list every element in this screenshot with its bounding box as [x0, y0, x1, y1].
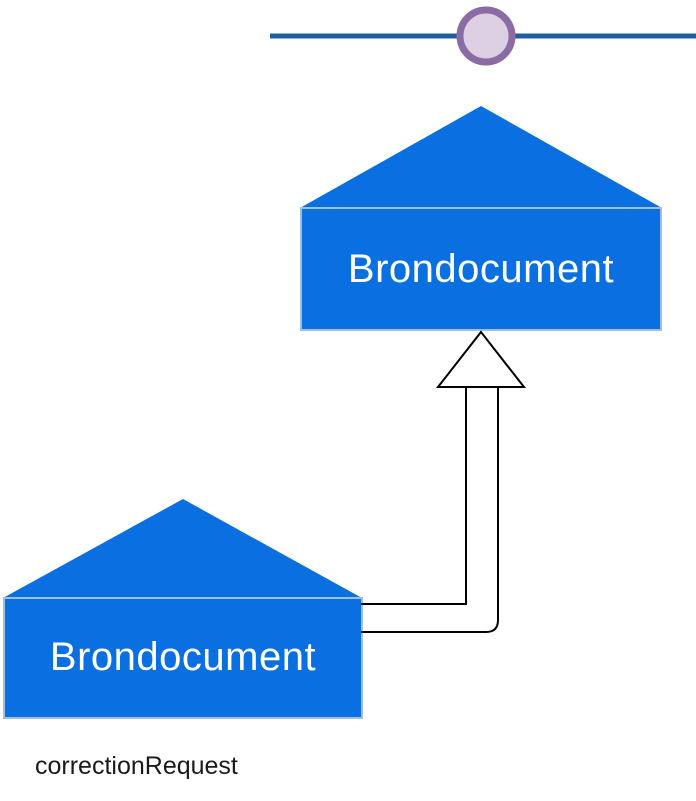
- node-body-lower: [3, 597, 363, 719]
- arrow-shaft-outer-line: [361, 387, 499, 633]
- correction-arrow[interactable]: [361, 330, 527, 633]
- node-roof-upper-icon: [300, 106, 662, 208]
- brondocument-node-upper[interactable]: [300, 106, 662, 331]
- arrow-head-icon: [435, 330, 527, 388]
- node-roof-lower-icon: [3, 499, 362, 598]
- connector-port-circle[interactable]: [456, 6, 516, 66]
- brondocument-node-lower[interactable]: [3, 499, 363, 719]
- arrow-shaft-inner-line: [361, 387, 467, 605]
- correction-request-label: correctionRequest: [35, 752, 238, 780]
- node-body-upper: [300, 207, 662, 331]
